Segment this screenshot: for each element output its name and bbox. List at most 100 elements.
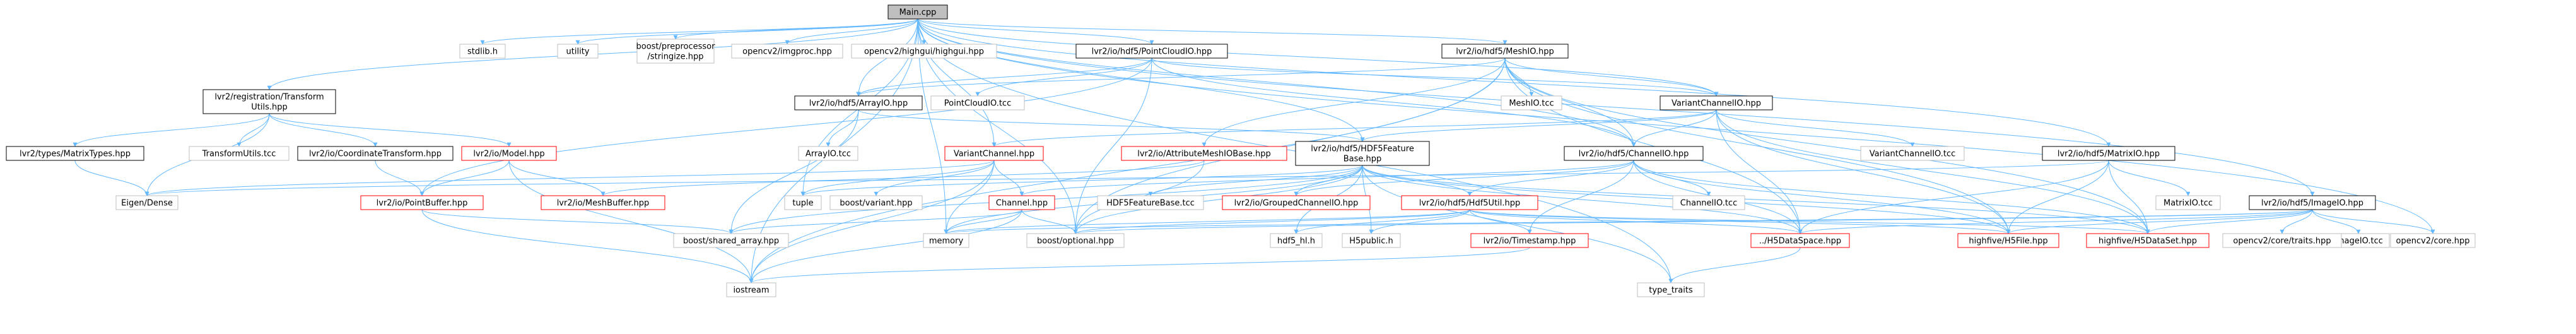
- edge-arrayio-to-hdf5feature: [858, 109, 1365, 142]
- node-label: lvr2/io/AttributeMeshIOBase.hpp: [1137, 150, 1270, 159]
- node-label: PointCloudIO.tcc: [944, 99, 1011, 109]
- node-coordinatetransform[interactable]: lvr2/io/CoordinateTransform.hpp: [297, 146, 454, 161]
- node-box: [1401, 195, 1538, 210]
- edge-imageio-to-h5file: [2006, 209, 2313, 234]
- edge-meshio-to-meshiotcc: [1504, 57, 1534, 97]
- edge-h5dataspace-to-typetraits: [1668, 247, 1801, 283]
- node-transformutils[interactable]: lvr2/registration/TransformUtils.hpp: [202, 89, 336, 114]
- node-meshbuffer[interactable]: lvr2/io/MeshBuffer.hpp: [541, 195, 665, 210]
- node-hdf5util[interactable]: lvr2/io/hdf5/Hdf5Util.hpp: [1401, 195, 1538, 210]
- edge-arrayio-to-arrayiotcc: [826, 109, 859, 147]
- node-box: [794, 95, 923, 110]
- node-variantchannelio[interactable]: VariantChannelIO.hpp: [1660, 95, 1773, 110]
- node-label: boost/optional.hpp: [1037, 237, 1114, 246]
- node-variantchannel[interactable]: VariantChannel.hpp: [944, 146, 1044, 161]
- edge-arrayio-to-sharedarray: [729, 109, 859, 234]
- edge-pointcloudio-to-boostoptional: [1073, 57, 1152, 234]
- node-h5dataspace[interactable]: ../H5DataSpace.hpp: [1750, 233, 1850, 248]
- node-label: lvr2/io/MeshBuffer.hpp: [557, 199, 650, 208]
- node-box: [1270, 233, 1323, 248]
- node-matrixtypes[interactable]: lvr2/types/MatrixTypes.hpp: [6, 146, 144, 161]
- node-model[interactable]: lvr2/io/Model.hpp: [461, 146, 557, 161]
- edge-main-to-utility: [575, 18, 918, 45]
- node-box: [1121, 146, 1287, 161]
- node-label: ArrayIO.tcc: [805, 150, 851, 159]
- node-box: [6, 146, 144, 161]
- node-box: [1750, 233, 1850, 248]
- node-label: HDF5FeatureBase.tcc: [1106, 199, 1195, 208]
- node-box: [1097, 195, 1204, 210]
- node-opencvtraits: opencv2/core/traits.hpp: [2222, 233, 2342, 248]
- node-label: Channel.hpp: [996, 199, 1048, 208]
- node-box: [944, 146, 1044, 161]
- node-box: [636, 39, 715, 64]
- node-groupedchannelio[interactable]: lvr2/io/GroupedChannelIO.hpp: [1222, 195, 1371, 210]
- edge-channelio-to-channel: [1019, 160, 1634, 196]
- edge-model-to-pointbuffer: [419, 160, 510, 196]
- edge-imageio-to-h5dataspace: [1798, 209, 2313, 234]
- node-hdf5feature[interactable]: lvr2/io/hdf5/HDF5FeatureBase.hpp: [1295, 141, 1430, 166]
- edge-channel-to-sharedarray: [729, 209, 1022, 234]
- node-label: lvr2/types/MatrixTypes.hpp: [20, 150, 131, 159]
- node-arrayio[interactable]: lvr2/io/hdf5/ArrayIO.hpp: [794, 95, 923, 110]
- edge-main-to-variantchannelio: [917, 18, 1719, 97]
- node-label: tuple: [792, 199, 813, 208]
- node-channel[interactable]: Channel.hpp: [988, 195, 1055, 210]
- edge-main-to-imgproc: [785, 18, 918, 45]
- node-stringize: boost/preprocessor/stringize.hpp: [636, 39, 715, 64]
- node-box: [1295, 141, 1430, 166]
- node-box: [1860, 146, 1965, 161]
- node-label: VariantChannelIO.tcc: [1870, 150, 1956, 159]
- node-box: [360, 195, 484, 210]
- node-pointcloudio[interactable]: lvr2/io/hdf5/PointCloudIO.hpp: [1075, 44, 1228, 59]
- node-box: [461, 146, 557, 161]
- node-stdlib: stdlib.h: [459, 44, 506, 59]
- node-box: [930, 95, 1025, 110]
- node-meshio[interactable]: lvr2/io/hdf5/MeshIO.hpp: [1441, 44, 1569, 59]
- node-label: MeshIO.tcc: [1509, 99, 1554, 109]
- node-label: Base.hpp: [1344, 155, 1382, 164]
- edge-hdf5util-to-timestamp: [1469, 209, 1532, 234]
- node-label: hdf5_hl.h: [1277, 237, 1315, 246]
- node-box: [1672, 195, 1745, 210]
- node-box: [923, 233, 969, 248]
- edge-meshio-to-arrayio: [856, 57, 1506, 97]
- node-h5dataset[interactable]: highfive/H5DataSet.hpp: [2086, 233, 2210, 248]
- node-label: VariantChannel.hpp: [954, 150, 1034, 159]
- node-box: [557, 44, 599, 59]
- edge-pointcloudio-to-pointbuffer: [419, 57, 1152, 196]
- edge-variantchannelio-to-h5file: [1716, 109, 2011, 234]
- node-label: lvr2/io/hdf5/ChannelIO.hpp: [1579, 150, 1689, 159]
- edge-hdf5util-to-h5file: [1469, 209, 2011, 234]
- edge-attributemeshiobase-to-meshbuffer: [600, 160, 1205, 196]
- node-label: highfive/H5File.hpp: [1969, 237, 2047, 246]
- edge-main-to-variantchannel: [917, 18, 997, 147]
- node-attributemeshiobase[interactable]: lvr2/io/AttributeMeshIOBase.hpp: [1121, 146, 1287, 161]
- node-label: opencv2/highgui/highgui.hpp: [864, 47, 984, 57]
- node-variantchanneliotcc: VariantChannelIO.tcc: [1860, 146, 1965, 161]
- node-label: type_traits: [1649, 286, 1693, 295]
- edge-main-to-stringize: [673, 18, 918, 40]
- node-box: [988, 195, 1055, 210]
- node-box: [297, 146, 454, 161]
- edge-hdf5feature-to-typetraits: [1362, 165, 1673, 283]
- node-main[interactable]: Main.cpp: [887, 4, 948, 20]
- edge-variantchannel-to-eigendense: [144, 160, 995, 196]
- node-box: [1564, 146, 1704, 161]
- node-label: lvr2/io/GroupedChannelIO.hpp: [1234, 199, 1359, 208]
- edge-imageio-to-h5dataset: [2145, 209, 2313, 234]
- node-channelio[interactable]: lvr2/io/hdf5/ChannelIO.hpp: [1564, 146, 1704, 161]
- edge-channel-to-memory: [944, 209, 1022, 234]
- node-matrixio[interactable]: lvr2/io/hdf5/MatrixIO.hpp: [2042, 146, 2175, 161]
- edge-matrixtypes-to-eigendense: [74, 160, 149, 196]
- edge-variantchannel-to-memory: [944, 160, 995, 234]
- node-timestamp[interactable]: lvr2/io/Timestamp.hpp: [1470, 233, 1589, 248]
- node-h5file[interactable]: highfive/H5File.hpp: [1957, 233, 2059, 248]
- node-pointbuffer[interactable]: lvr2/io/PointBuffer.hpp: [360, 195, 484, 210]
- edge-timestamp-to-iostream: [749, 247, 1530, 283]
- node-imageio[interactable]: lvr2/io/hdf5/ImageIO.hpp: [2249, 195, 2376, 210]
- edge-matrixio-to-eigendense: [145, 160, 2109, 196]
- edge-meshio-to-h5file: [1504, 57, 2011, 234]
- edge-hdf5util-to-memory: [944, 209, 1470, 234]
